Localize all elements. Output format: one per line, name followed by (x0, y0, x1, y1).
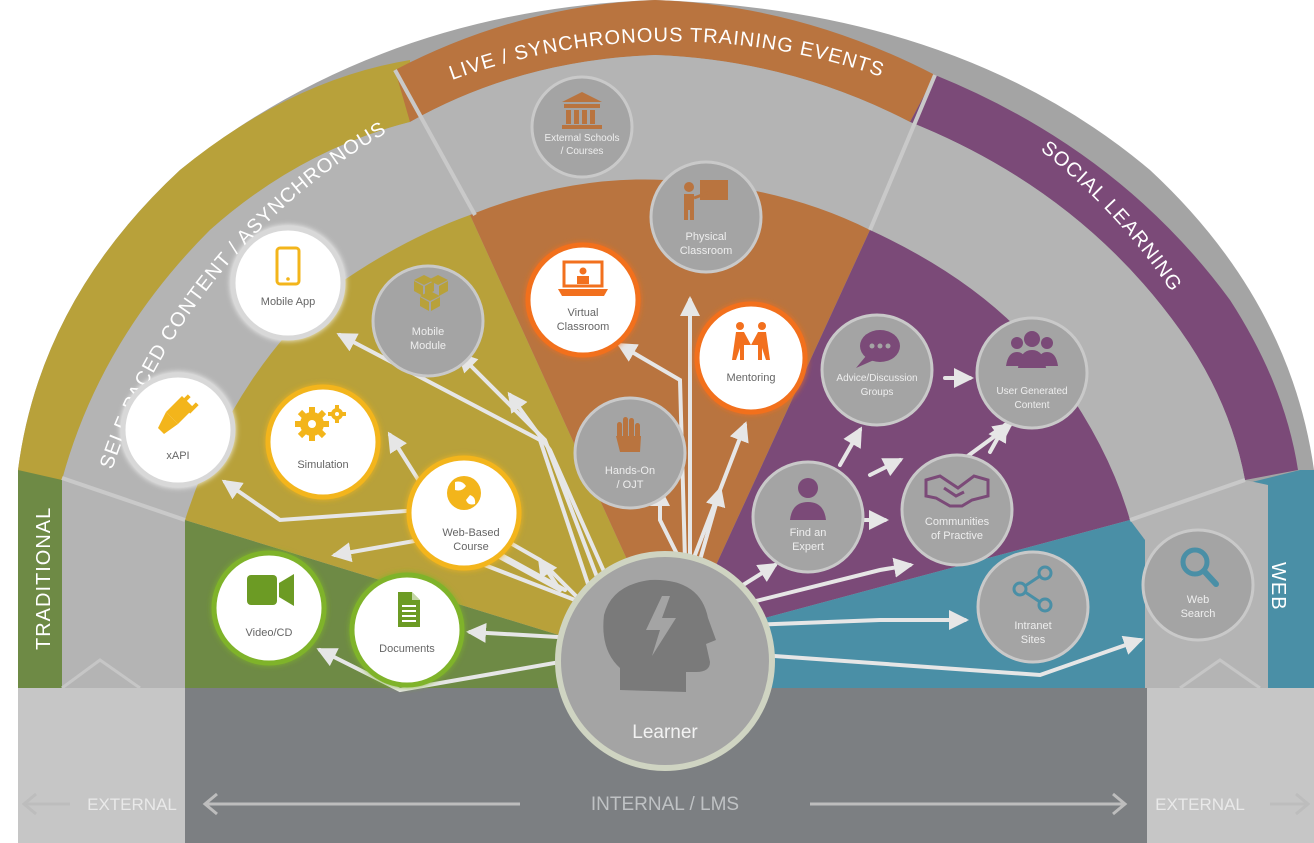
sector-dividers (61, 69, 1246, 522)
users-group-icon (1006, 331, 1058, 368)
node-label-line-2: Classroom (557, 321, 610, 333)
node-label-line-2: Search (1181, 608, 1216, 620)
footer-external-right (1147, 688, 1314, 843)
node-label-line-2: Sites (1021, 634, 1046, 646)
band-web (1240, 470, 1314, 688)
globe-icon (447, 476, 481, 510)
node-user-generated-content[interactable]: User Generated Content (975, 316, 1089, 430)
share-network-icon (1012, 565, 1053, 613)
node-label-line-2: Classroom (680, 245, 733, 257)
node-documents[interactable]: Documents (349, 572, 465, 688)
handshake-people-icon (732, 322, 770, 360)
node-advice-groups[interactable]: Advice/Discussion Groups (820, 313, 934, 427)
node-label-line-1: Physical (686, 231, 727, 243)
band-self-paced (18, 60, 410, 480)
node-external-schools[interactable]: External Schools / Courses (530, 75, 634, 179)
node-label: Video/CD (246, 627, 293, 639)
hand-icon (616, 417, 641, 452)
presenter-icon (684, 180, 728, 220)
node-mobile-module[interactable]: Mobile Module (371, 264, 485, 378)
node-web-based-course[interactable]: Web-Based Course (406, 455, 522, 571)
node-communities-of-practice[interactable]: Communities of Practive (900, 453, 1014, 567)
footer-arrows (21, 792, 1311, 816)
node-label-line-1: User Generated (996, 386, 1067, 397)
node-label-line-1: External Schools (544, 133, 619, 144)
node-label: Mobile App (261, 296, 315, 308)
node-label: Mentoring (727, 372, 776, 384)
node-label-line-1: Web-Based (442, 527, 499, 539)
learner-label: Learner (632, 722, 698, 743)
node-mentoring[interactable]: Mentoring (694, 301, 808, 415)
head-lightning-icon (603, 579, 716, 692)
node-virtual-classroom[interactable]: Virtual Classroom (525, 242, 641, 358)
node-label-line-2: Module (410, 340, 446, 352)
node-physical-classroom[interactable]: Physical Classroom (649, 160, 763, 274)
smartphone-icon (275, 246, 301, 286)
node-label-line-1: Mobile (412, 326, 444, 338)
band-social (910, 75, 1298, 480)
plug-icon (158, 394, 199, 434)
band-traditional (18, 470, 62, 843)
node-simulation[interactable]: Simulation (265, 384, 381, 500)
footer-external-left (18, 688, 185, 843)
node-mobile-app[interactable]: Mobile App (230, 225, 346, 341)
node-label-line-2: / Courses (561, 146, 604, 157)
node-label-line-2: of Practive (931, 530, 983, 542)
node-label-line-2: / OJT (617, 479, 644, 491)
node-web-search[interactable]: Web Search (1141, 528, 1255, 642)
node-label-line-2: Groups (861, 387, 894, 398)
node-label-line-1: Advice/Discussion (836, 373, 917, 384)
gears-icon (295, 405, 346, 441)
node-label: Documents (379, 643, 435, 655)
magnifier-icon (1180, 547, 1219, 587)
node-label-line-1: Virtual (568, 307, 599, 319)
band-title-web: WEB (1267, 562, 1289, 611)
footer-label-external-right: EXTERNAL (1155, 795, 1245, 814)
video-camera-icon (247, 574, 294, 606)
bank-icon (562, 92, 602, 129)
node-find-expert[interactable]: Find an Expert (751, 460, 865, 574)
footer-label-external-left: EXTERNAL (87, 795, 177, 814)
cubes-icon (414, 275, 448, 311)
node-label-line-1: Web (1187, 594, 1209, 606)
node-label-line-1: Communities (925, 516, 990, 528)
node-label-line-1: Intranet (1014, 620, 1051, 632)
handshake-icon (924, 474, 990, 508)
node-label-line-2: Course (453, 541, 488, 553)
person-icon (790, 478, 826, 520)
node-label-line-2: Content (1014, 400, 1049, 411)
footer-notches (61, 658, 1261, 690)
document-icon (398, 592, 420, 627)
learner-hub[interactable]: Learner (555, 551, 775, 771)
node-intranet-sites[interactable]: Intranet Sites (976, 550, 1090, 664)
node-label-line-2: Expert (792, 541, 824, 553)
node-video-cd[interactable]: Video/CD (211, 550, 327, 666)
chat-bubble-icon (856, 330, 900, 368)
laptop-icon (558, 260, 608, 296)
node-label-line-1: Find an (790, 527, 827, 539)
node-label-line-1: Hands-On (605, 465, 655, 477)
node-xapi[interactable]: xAPI (120, 372, 236, 488)
band-title-traditional: TRADITIONAL (33, 507, 55, 650)
node-label: Simulation (297, 459, 348, 471)
footer-label-internal: INTERNAL / LMS (591, 794, 739, 815)
node-label: xAPI (166, 450, 189, 462)
node-hands-on[interactable]: Hands-On / OJT (573, 396, 687, 510)
band-live (395, 0, 935, 122)
